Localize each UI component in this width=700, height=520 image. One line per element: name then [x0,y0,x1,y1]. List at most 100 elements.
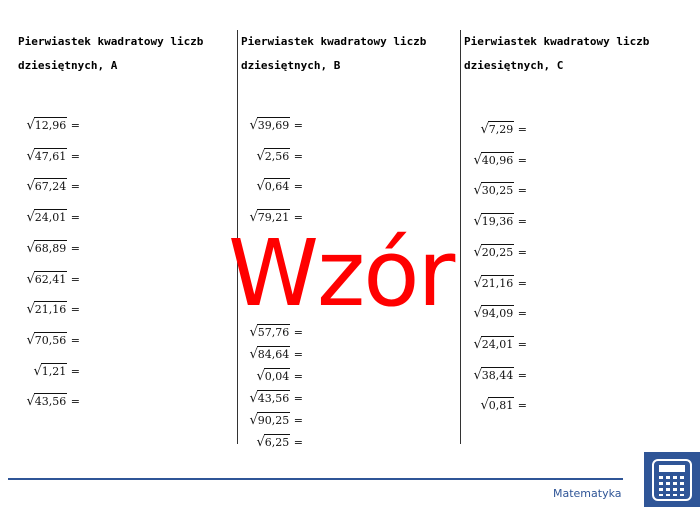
square-root-sign: √ [256,179,265,195]
exercise-item: √1,21 = [33,362,80,379]
square-root-sign: √ [26,210,35,226]
radicand: 39,69 [256,117,291,132]
exercise-item: √21,16 = [473,274,527,291]
square-root-sign: √ [249,413,258,428]
radicand: 6,25 [263,434,291,449]
square-root-sign: √ [26,332,35,348]
square-root-sign: √ [256,148,265,164]
square-root-sign: √ [473,183,482,199]
exercise-item: √90,25 = [249,412,303,428]
exercise-item: √19,36 = [473,213,527,230]
square-root-sign: √ [256,435,265,450]
exercise-item: √70,56 = [26,331,80,348]
radicand: 30,25 [480,182,515,198]
square-root-sign: √ [26,394,35,410]
exercise-item: √40,96 = [473,151,527,168]
square-root-sign: √ [26,118,35,133]
exercise-item: √0,64 = [256,178,303,195]
radicand: 43,56 [33,393,68,409]
exercise-item: √79,21 = [249,209,303,226]
radicand: 0,04 [263,368,291,383]
exercise-item: √0,04 = [256,368,303,384]
watermark: Wzór [228,220,455,327]
radicand: 57,76 [256,324,291,339]
exercise-item: √6,25 = [256,434,303,450]
exercise-item: √62,41 = [26,270,80,287]
square-root-sign: √ [480,398,489,414]
square-root-sign: √ [256,369,265,384]
exercise-item: √68,89 = [26,239,80,256]
column-title-line: dziesiętnych, B [241,59,341,72]
radicand: 24,01 [33,209,68,225]
calculator-icon [644,452,700,507]
square-root-sign: √ [473,306,482,322]
radicand: 0,64 [263,178,291,194]
exercise-item: √43,56 = [26,393,80,410]
radicand: 7,29 [487,121,515,136]
square-root-sign: √ [473,275,482,291]
exercise-item: √47,61 = [26,147,80,164]
exercise-item: √24,01 = [473,335,527,352]
column-b: Pierwiastek kwadratowy liczb dziesiętnych… [241,30,461,78]
footer-line [8,478,623,480]
square-root-sign: √ [249,391,258,406]
square-root-sign: √ [26,302,35,318]
exercise-item: √20,25 = [473,243,527,260]
column-title-line: Pierwiastek kwadratowy liczb [241,35,427,48]
square-root-sign: √ [473,152,482,168]
radicand: 24,01 [480,335,515,351]
square-root-sign: √ [26,240,35,256]
column-title-line: dziesiętnych, C [464,59,564,72]
exercise-item: √94,09 = [473,305,527,322]
radicand: 21,16 [480,274,515,290]
radicand: 2,56 [263,147,291,163]
square-root-sign: √ [480,122,489,137]
radicand: 38,44 [480,366,515,382]
exercise-item: √84,64 = [249,346,303,362]
radicand: 84,64 [256,346,291,361]
radicand: 20,25 [480,243,515,259]
radicand: 79,21 [256,209,291,225]
radicand: 43,56 [256,390,291,405]
exercise-item: √39,69 = [249,117,303,133]
radicand: 40,96 [480,151,515,167]
radicand: 12,96 [33,117,68,132]
exercise-item: √38,44 = [473,366,527,383]
exercise-item: √2,56 = [256,147,303,164]
exercise-item: √0,81 = [480,397,527,414]
square-root-sign: √ [249,325,258,340]
exercise-item: √12,96 = [26,117,80,133]
square-root-sign: √ [473,214,482,230]
column-a: Pierwiastek kwadratowy liczb dziesiętnych… [18,30,238,78]
square-root-sign: √ [249,347,258,362]
exercise-item: √30,25 = [473,182,527,199]
subject-label: Matematyka [553,487,622,500]
radicand: 21,16 [33,301,68,317]
square-root-sign: √ [26,271,35,287]
column-divider [460,30,461,444]
column-title: Pierwiastek kwadratowy liczb dziesiętnych… [18,30,238,78]
exercise-item: √24,01 = [26,209,80,226]
exercise-item: √67,24 = [26,178,80,195]
exercise-item: √21,16 = [26,301,80,318]
radicand: 47,61 [33,147,68,163]
column-title-line: dziesiętnych, A [18,59,118,72]
radicand: 19,36 [480,213,515,229]
column-c: Pierwiastek kwadratowy liczb dziesiętnych… [464,30,684,78]
square-root-sign: √ [473,336,482,352]
square-root-sign: √ [473,244,482,260]
radicand: 94,09 [480,305,515,321]
column-title-line: Pierwiastek kwadratowy liczb [18,35,204,48]
radicand: 1,21 [40,362,68,378]
square-root-sign: √ [473,367,482,383]
column-title-line: Pierwiastek kwadratowy liczb [464,35,650,48]
square-root-sign: √ [26,148,35,164]
square-root-sign: √ [249,118,258,133]
radicand: 90,25 [256,412,291,427]
column-divider [237,30,238,444]
radicand: 68,89 [33,239,68,255]
exercise-item: √43,56 = [249,390,303,406]
column-title: Pierwiastek kwadratowy liczb dziesiętnych… [241,30,461,78]
radicand: 0,81 [487,397,515,413]
square-root-sign: √ [249,210,258,226]
